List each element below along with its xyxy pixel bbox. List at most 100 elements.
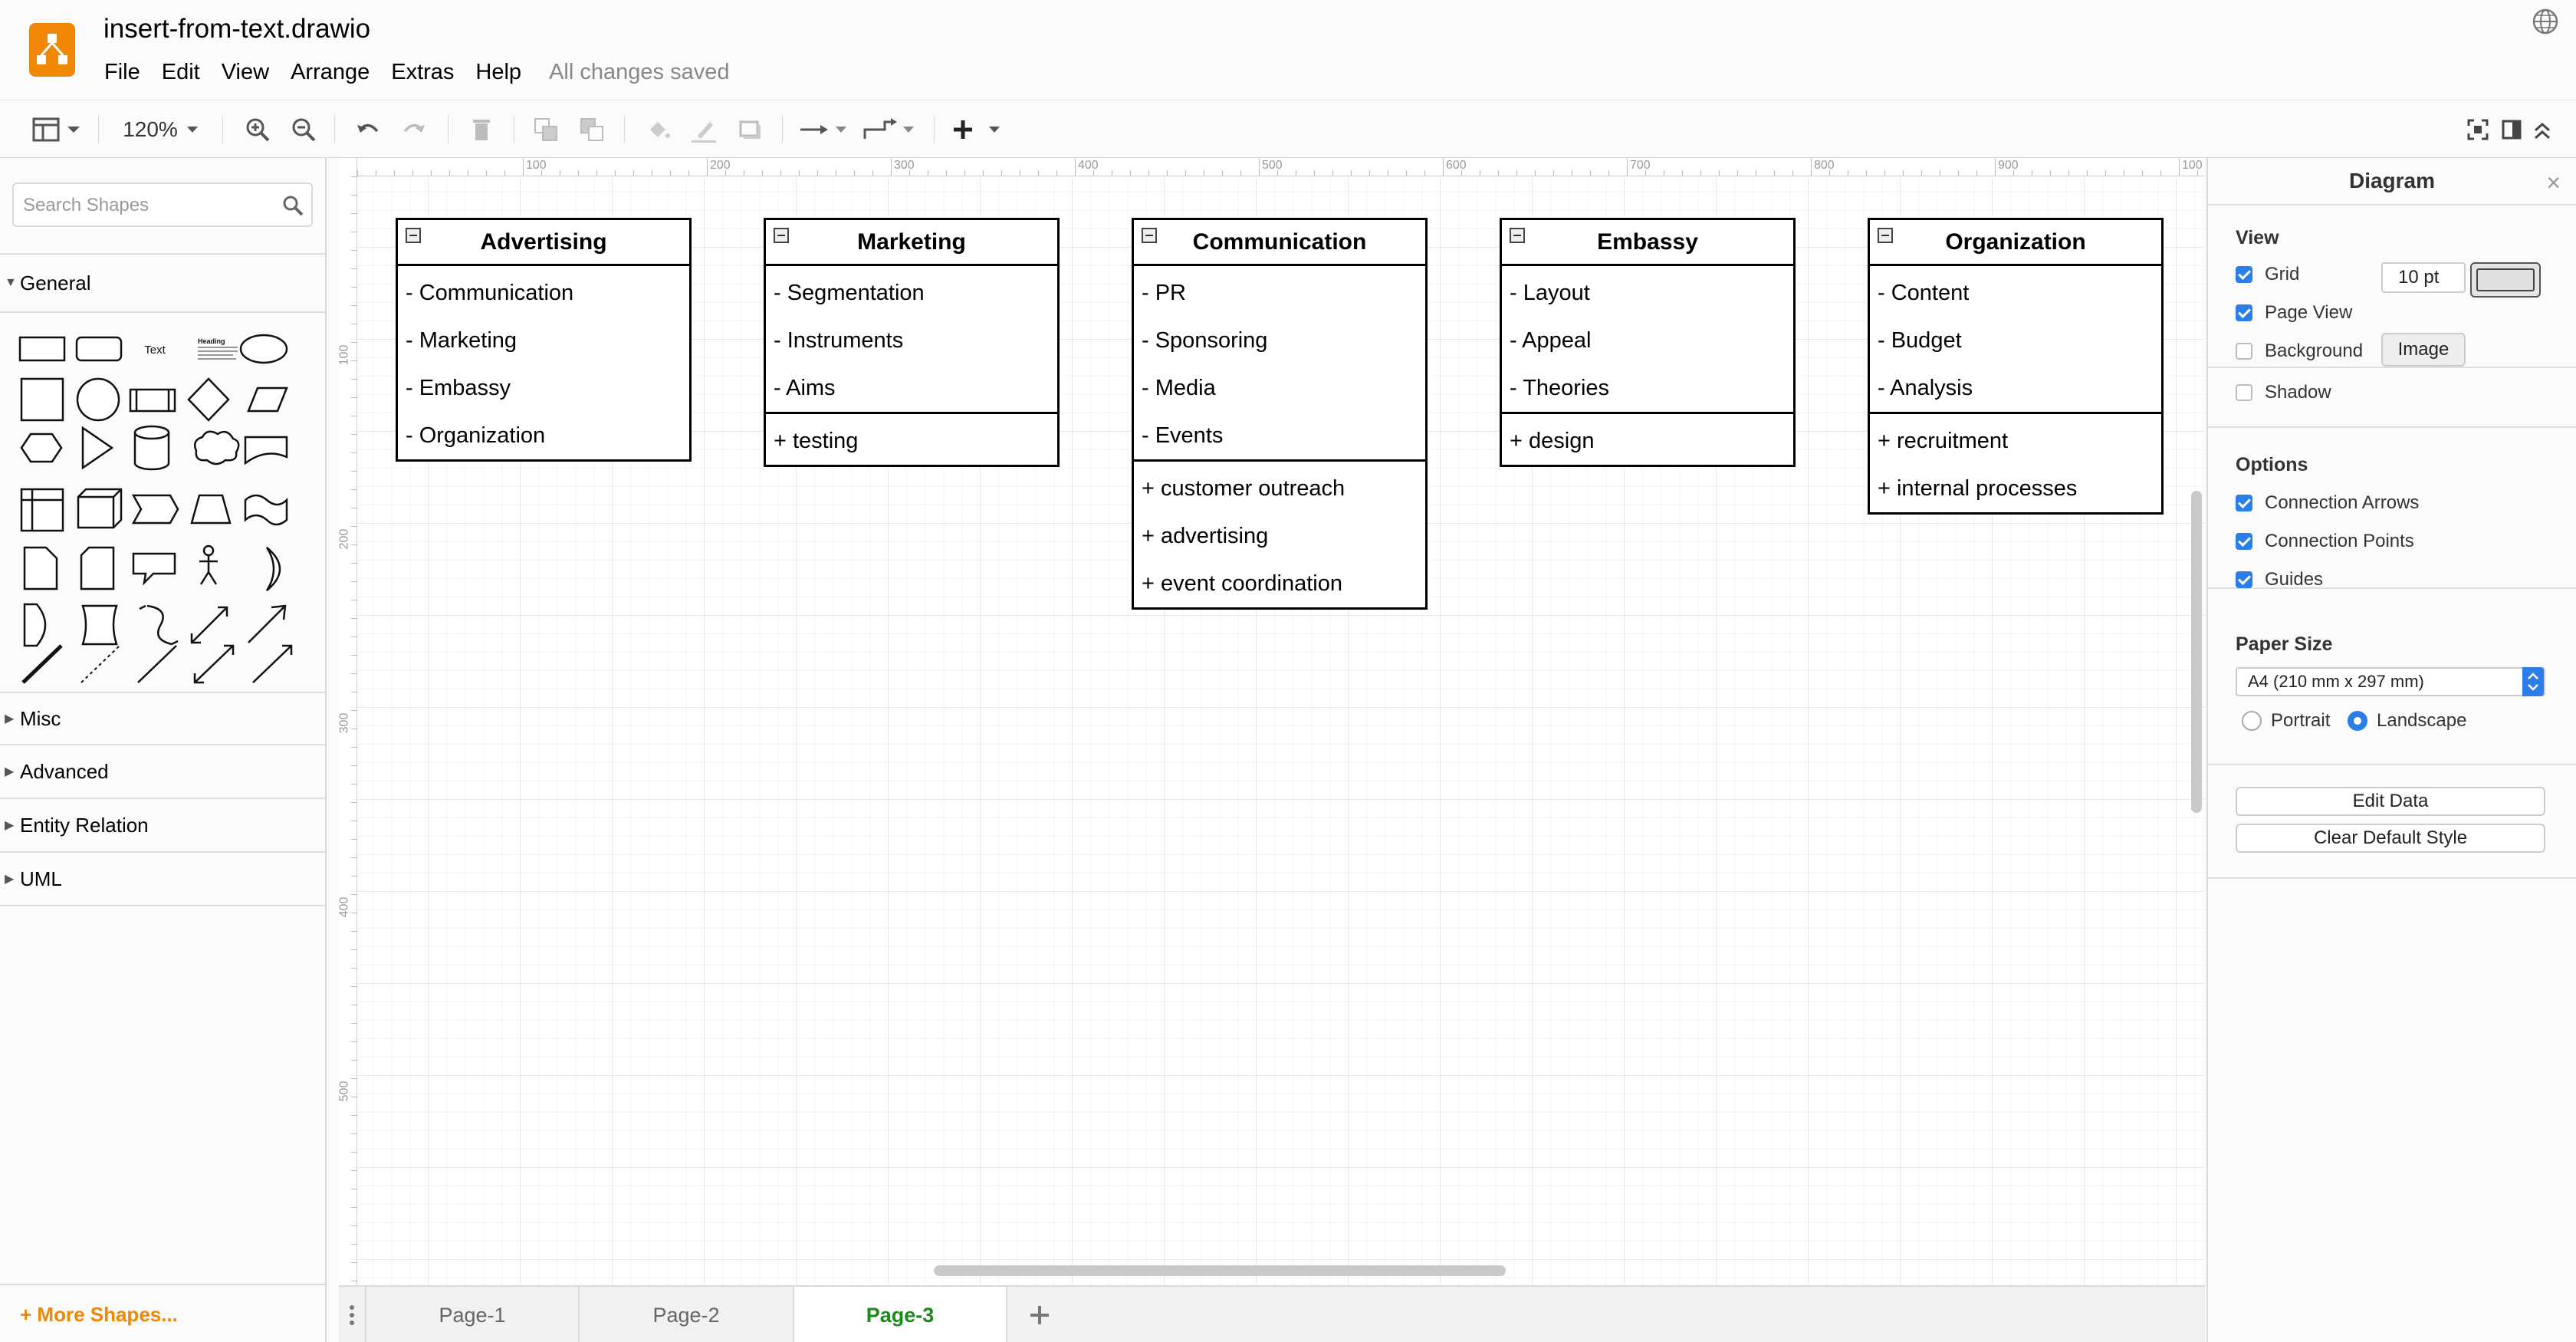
class-attribute[interactable]: - Sponsoring [1142,327,1268,353]
section-general[interactable]: ▼ General [0,253,325,313]
class-method[interactable]: + testing [774,428,859,453]
class-attribute[interactable]: - Communication [406,280,574,305]
menu-view[interactable]: View [221,60,270,84]
zoom-dropdown[interactable]: 120% [117,111,209,148]
shape-thumbnails[interactable]: Text Heading [11,325,317,686]
guides-checkbox[interactable] [2236,571,2252,588]
portrait-radio[interactable] [2242,711,2262,731]
class-attribute[interactable]: - Appeal [1510,327,1592,353]
grid-size-input[interactable]: 10 pt [2381,262,2466,293]
fullscreen-icon[interactable] [2463,111,2493,148]
class-attribute[interactable]: - Instruments [774,327,904,353]
language-globe-icon[interactable] [2532,8,2559,35]
to-front-icon[interactable] [527,111,564,148]
connection-arrows-option[interactable]: Connection Arrows [2236,492,2419,514]
collapse-icon[interactable] [774,228,789,243]
shadow-icon[interactable] [731,111,768,148]
collapse-icon[interactable] [406,228,421,243]
uml-class-communication[interactable]: Communication - PR - Sponsoring - Media … [1132,218,1428,610]
menu-help[interactable]: Help [475,60,522,84]
grid-color-swatch[interactable] [2470,262,2541,298]
class-attribute[interactable]: - Media [1142,375,1216,400]
portrait-option[interactable]: Portrait [2242,710,2330,732]
section-uml[interactable]: ▶ UML [0,853,325,906]
collapse-icon[interactable] [1878,228,1893,243]
toggle-panel-icon[interactable] [2496,111,2527,148]
zoom-out-icon[interactable] [285,111,322,148]
shadow-option[interactable]: Shadow [2236,382,2331,403]
connection-points-option[interactable]: Connection Points [2236,531,2414,552]
class-attribute[interactable]: - Analysis [1878,375,1973,400]
landscape-radio[interactable] [2348,711,2367,731]
page-tab-3[interactable]: Page-3 [794,1287,1007,1342]
waypoints-icon[interactable] [862,111,920,148]
menu-arrange[interactable]: Arrange [291,60,370,84]
connection-points-checkbox[interactable] [2236,533,2252,550]
page-tab-1[interactable]: Page-1 [366,1287,580,1342]
class-attribute[interactable]: - Segmentation [774,280,925,305]
clear-default-style-button[interactable]: Clear Default Style [2236,824,2545,853]
collapse-icon[interactable] [1510,228,1525,243]
format-panel-icon[interactable] [28,111,86,148]
horizontal-scrollbar[interactable] [934,1265,1506,1276]
document-title[interactable]: insert-from-text.drawio [104,14,371,44]
image-button[interactable]: Image [2381,333,2466,367]
fill-color-icon[interactable] [639,111,676,148]
class-attribute[interactable]: - Events [1142,423,1224,448]
section-misc[interactable]: ▶ Misc [0,692,325,745]
more-shapes-button[interactable]: + More Shapes... [20,1303,178,1326]
to-back-icon[interactable] [573,111,610,148]
class-attribute[interactable]: - Organization [406,423,546,448]
collapse-icon[interactable] [1142,228,1157,243]
class-attribute[interactable]: - Embassy [406,375,511,400]
class-attribute[interactable]: - Budget [1878,327,1962,353]
uml-class-organization[interactable]: Organization - Content - Budget - Analys… [1868,218,2164,515]
zoom-in-icon[interactable] [239,111,276,148]
section-advanced[interactable]: ▶ Advanced [0,745,325,799]
line-color-icon[interactable] [685,111,722,148]
grid-option[interactable]: Grid [2236,264,2299,285]
class-method[interactable]: + design [1510,428,1595,453]
background-checkbox[interactable] [2236,343,2252,360]
class-method[interactable]: + recruitment [1878,428,2009,453]
class-method[interactable]: + advertising [1142,523,1269,548]
close-icon[interactable]: × [2546,169,2561,196]
delete-icon[interactable] [463,111,500,148]
menu-file[interactable]: File [104,60,140,84]
class-attribute[interactable]: - PR [1142,280,1186,305]
search-shapes-input[interactable] [23,192,268,219]
page-tab-2[interactable]: Page-2 [580,1287,794,1342]
menu-edit[interactable]: Edit [161,60,200,84]
class-attribute[interactable]: - Marketing [406,327,518,353]
grid-checkbox[interactable] [2236,266,2252,283]
uml-class-advertising[interactable]: Advertising - Communication - Marketing … [396,218,692,462]
paper-size-select[interactable]: A4 (210 mm x 297 mm) [2236,667,2545,696]
connection-icon[interactable] [797,111,853,148]
redo-icon[interactable] [396,111,432,148]
class-attribute[interactable]: - Aims [774,375,836,400]
uml-class-marketing[interactable]: Marketing - Segmentation - Instruments -… [764,218,1060,467]
class-method[interactable]: + customer outreach [1142,475,1346,501]
undo-icon[interactable] [350,111,386,148]
edit-data-button[interactable]: Edit Data [2236,787,2545,816]
menu-extras[interactable]: Extras [391,60,455,84]
connection-arrows-checkbox[interactable] [2236,495,2252,511]
search-icon[interactable] [281,193,305,222]
class-attribute[interactable]: - Theories [1510,375,1610,400]
add-page-icon[interactable] [1015,1287,1064,1342]
pages-menu-icon[interactable] [339,1287,366,1342]
insert-icon[interactable] [951,111,1012,148]
class-attribute[interactable]: - Layout [1510,280,1590,305]
shadow-checkbox[interactable] [2236,384,2252,401]
collapse-icon[interactable] [2527,111,2558,148]
vertical-scrollbar[interactable] [2191,491,2202,813]
section-entity-relation[interactable]: ▶ Entity Relation [0,799,325,853]
guides-option[interactable]: Guides [2236,569,2323,590]
landscape-option[interactable]: Landscape [2348,710,2466,732]
uml-class-embassy[interactable]: Embassy - Layout - Appeal - Theories + d… [1500,218,1796,467]
class-method[interactable]: + internal processes [1878,475,2078,501]
page-view-checkbox[interactable] [2236,304,2252,321]
class-attribute[interactable]: - Content [1878,280,1970,305]
background-option[interactable]: Background [2236,340,2363,362]
page-view-option[interactable]: Page View [2236,302,2352,324]
